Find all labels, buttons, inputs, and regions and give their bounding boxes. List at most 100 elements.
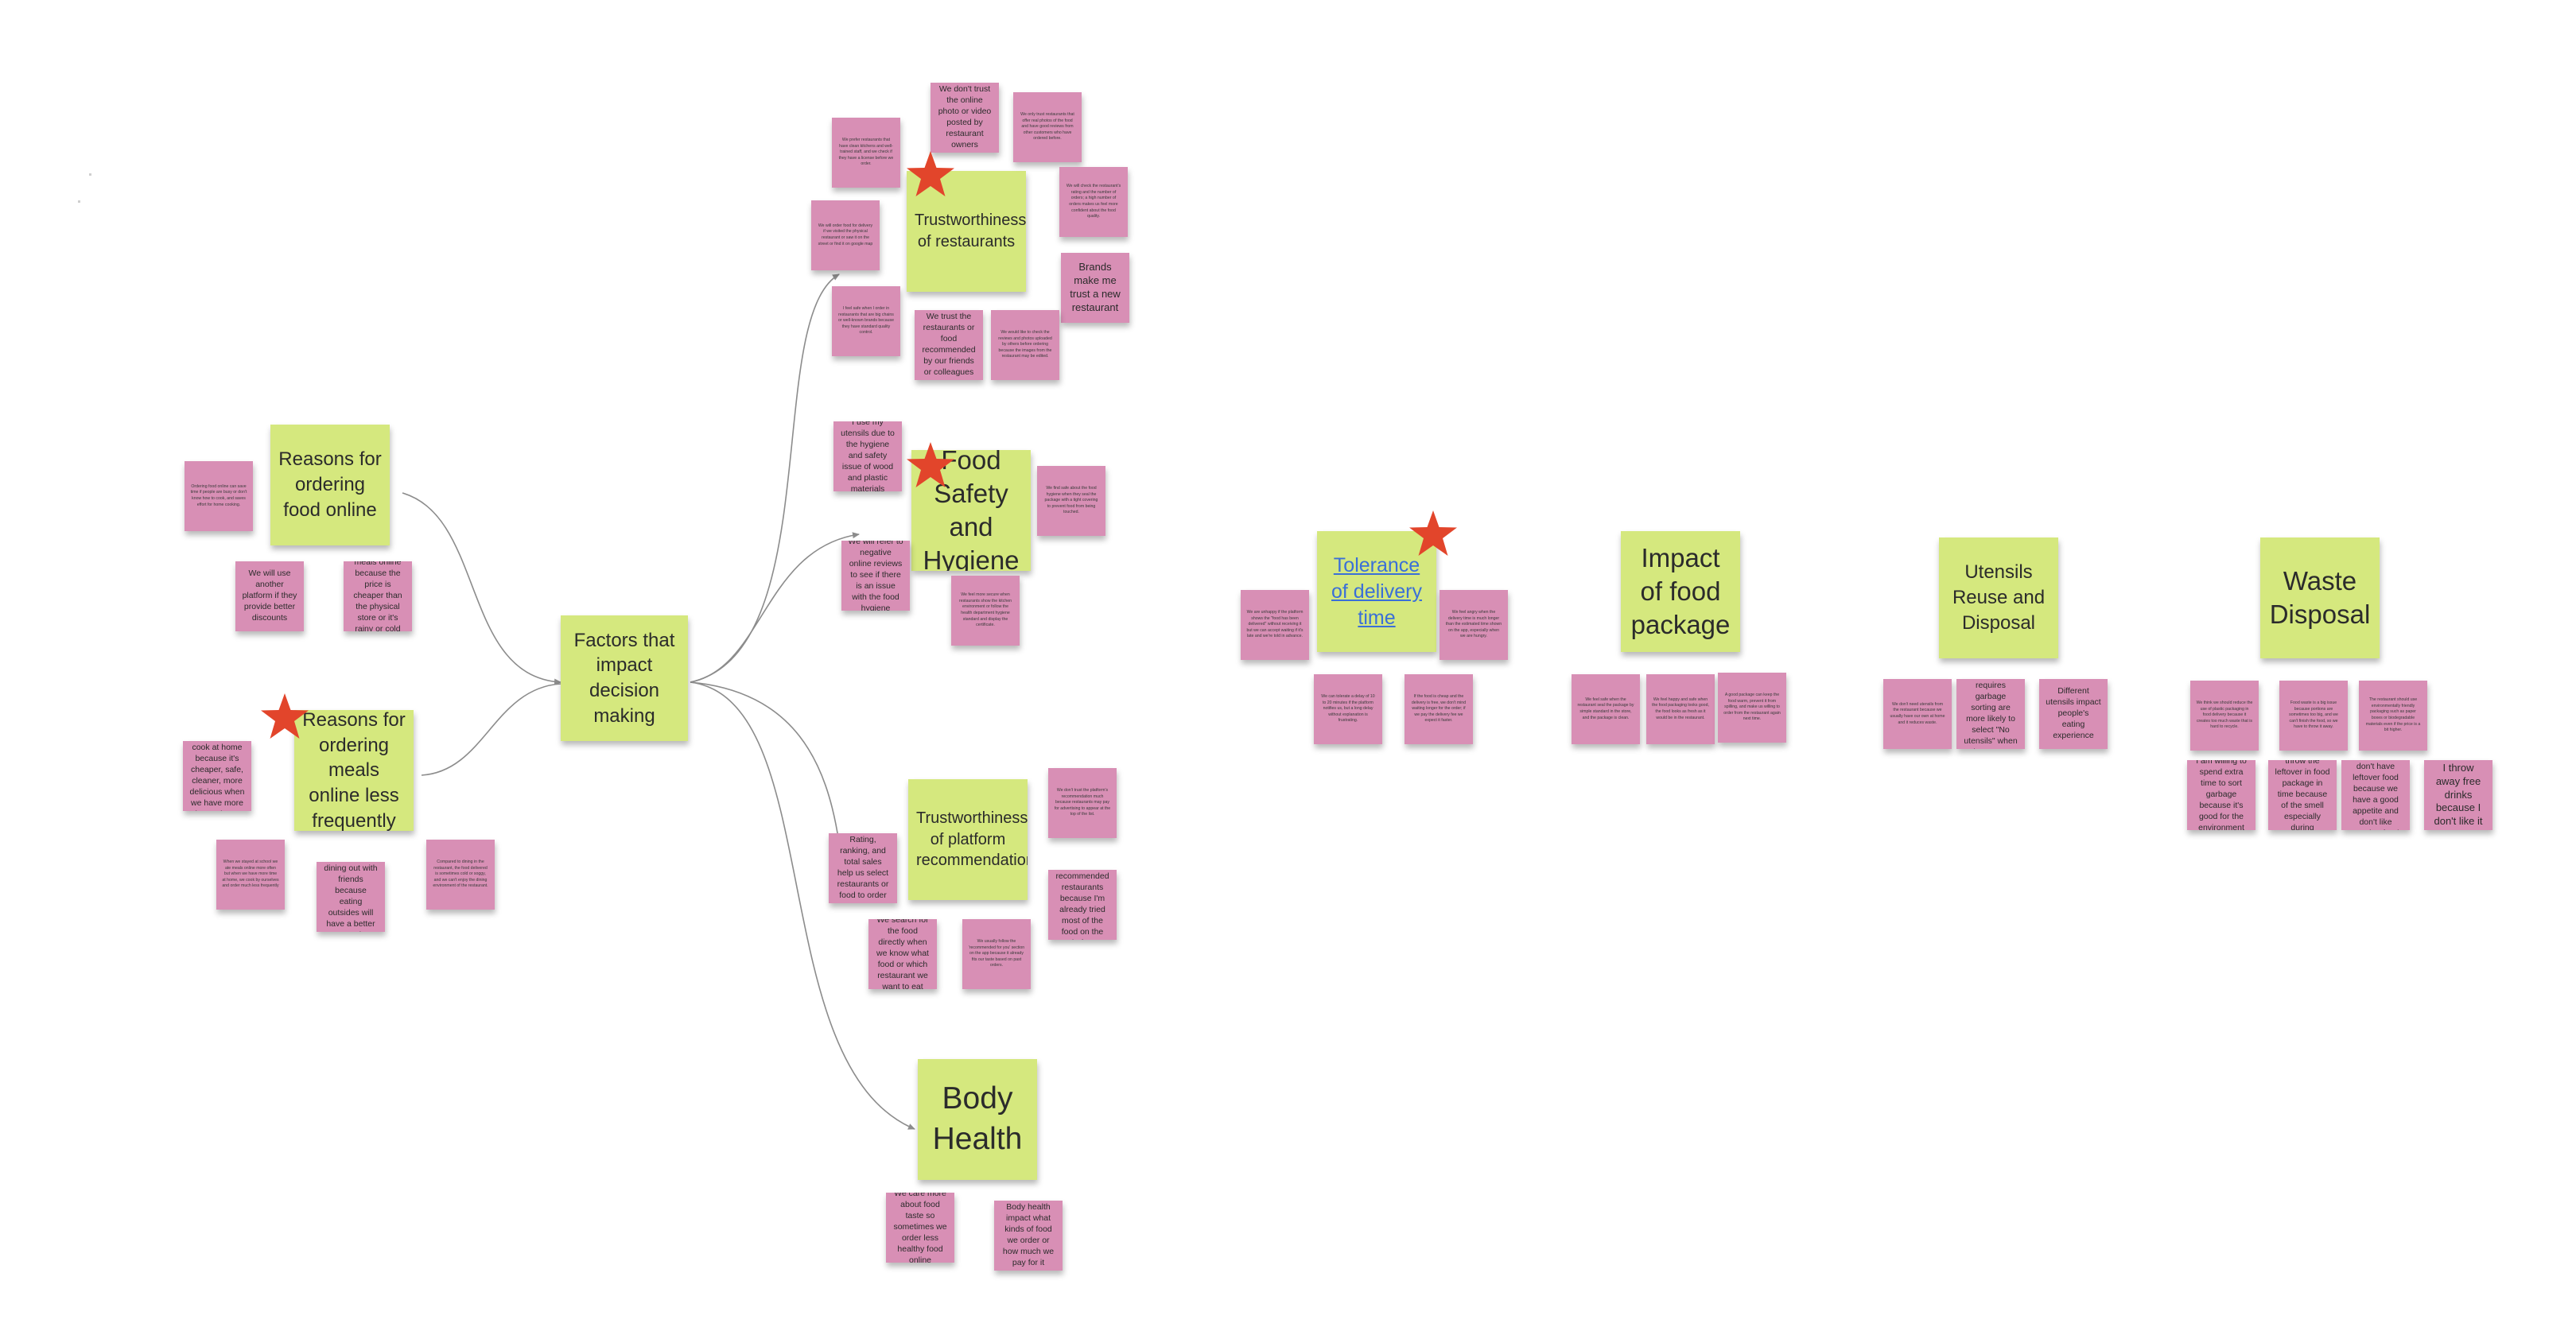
sticky-quote[interactable]: We feel happy and safe when the food pac…: [1646, 674, 1715, 744]
sticky-text: I am willing to spend extra time to sort…: [2196, 760, 2247, 830]
sticky-text: We will use another platform if they pro…: [242, 568, 297, 623]
sticky-quote[interactable]: I will try new recommended restaurants b…: [1048, 870, 1117, 940]
sticky-text: Ordering food online can save time if pe…: [190, 483, 247, 507]
sticky-quote[interactable]: We can tolerate a delay of 10 to 20 minu…: [1314, 674, 1382, 744]
sticky-quote[interactable]: Brands make me trust a new restaurant: [1061, 253, 1129, 323]
sticky-quote[interactable]: We don't need utensils from the restaura…: [1883, 679, 1952, 749]
sticky-quote[interactable]: We will order food for delivery if we vi…: [811, 200, 880, 270]
sticky-reasons-less-title[interactable]: Reasons for ordering meals online less f…: [294, 710, 414, 831]
sticky-body-health-title[interactable]: Body Health: [918, 1059, 1037, 1180]
sticky-text: We search for the food directly when we …: [876, 919, 929, 989]
connector-hub-to-body-health: [690, 681, 915, 1130]
sticky-quote[interactable]: We will refer to negative online reviews…: [841, 541, 910, 611]
sticky-quote[interactable]: Different utensils impact people's eatin…: [2039, 679, 2108, 749]
sticky-quote[interactable]: The restaurant should use environmentall…: [2359, 681, 2427, 751]
sticky-quote[interactable]: People live in the city requires garbage…: [1956, 679, 2025, 749]
sticky-quote[interactable]: We usually don't have leftover food beca…: [2341, 760, 2410, 830]
sticky-quote[interactable]: We don't trust the online photo or video…: [931, 83, 999, 153]
sticky-text: Food waste is a big issue because portio…: [2289, 700, 2338, 730]
sticky-text: People live in the city requires garbage…: [1964, 679, 2018, 749]
sticky-quote[interactable]: I throw away free drinks because I don't…: [2424, 760, 2492, 830]
sticky-text: Waste Disposal: [2269, 565, 2371, 629]
sticky-quote[interactable]: We feel angry when the delivery time is …: [1440, 590, 1508, 660]
sticky-quote[interactable]: We prefer to cook at home because it's c…: [183, 741, 251, 811]
sticky-quote[interactable]: We prefer restaurants that have clean ki…: [832, 118, 900, 188]
sticky-text: We usually don't have leftover food beca…: [2353, 760, 2399, 830]
sticky-quote[interactable]: Body health impact what kinds of food we…: [994, 1201, 1063, 1271]
sticky-quote[interactable]: We feel more secure when restaurants sho…: [951, 576, 1020, 646]
sticky-waste-title[interactable]: Waste Disposal: [2260, 537, 2380, 658]
sticky-quote[interactable]: Compared to dining in the restaurant, th…: [426, 840, 495, 910]
sticky-text: Utensils Reuse and Disposal: [1952, 561, 2046, 634]
sticky-quote[interactable]: I use my utensils due to the hygiene and…: [833, 421, 902, 491]
sticky-quote[interactable]: Ordering food online can save time if pe…: [185, 461, 253, 531]
sticky-quote[interactable]: We feel safe when the restaurant seal th…: [1572, 674, 1640, 744]
sticky-text: We don't trust the online photo or video…: [938, 84, 992, 149]
connector-reasons-less-to-hub: [421, 683, 561, 776]
sticky-text: We usually follow the 'recommended for y…: [968, 939, 1025, 968]
connector-reasons-online-to-hub: [402, 492, 561, 685]
sticky-text: Trustworthiness of restaurants: [915, 211, 1026, 250]
sticky-text: Different utensils impact people's eatin…: [2046, 686, 2101, 740]
sticky-quote[interactable]: We would like to check the reviews and p…: [991, 310, 1059, 380]
sticky-text: We don't need utensils from the restaura…: [1890, 701, 1945, 725]
sticky-text: We don't trust the platform's recommenda…: [1054, 788, 1111, 817]
sticky-quote[interactable]: We don't trust the platform's recommenda…: [1048, 768, 1117, 838]
sticky-quote[interactable]: We usually follow the 'recommended for y…: [962, 919, 1031, 989]
tolerance-link[interactable]: Tolerance of delivery time: [1331, 553, 1422, 629]
sticky-text: I will try new recommended restaurants b…: [1055, 870, 1109, 940]
sticky-text: I throw away free drinks because I don't…: [2434, 761, 2483, 828]
sticky-text: We trust the restaurants or food recomme…: [922, 312, 976, 377]
sticky-quote[interactable]: When we stayed at school we ate meals on…: [216, 840, 285, 910]
sticky-text: We feel happy and safe when the food pac…: [1652, 697, 1709, 720]
sticky-quote[interactable]: I feel safe when I order in restaurants …: [832, 286, 900, 356]
sticky-quote[interactable]: We search for the food directly when we …: [868, 919, 937, 989]
sticky-quote[interactable]: We are unhappy if the platform shows the…: [1241, 590, 1309, 660]
sticky-text: We are unhappy if the platform shows the…: [1246, 610, 1304, 639]
sticky-quote[interactable]: We will check the restaurant's rating an…: [1059, 167, 1128, 237]
sticky-food-safety-title[interactable]: Food Safety and Hygiene: [911, 450, 1031, 571]
sticky-text: Body health impact what kinds of food we…: [1002, 1202, 1055, 1267]
sticky-quote[interactable]: We have to throw the leftover in food pa…: [2268, 760, 2337, 830]
sticky-text: I use my utensils due to the hygiene and…: [841, 421, 895, 491]
sticky-text: Brands make me trust a new restaurant: [1070, 261, 1121, 313]
sticky-quote[interactable]: We think we should reduce the use of pla…: [2190, 681, 2259, 751]
sticky-quote[interactable]: We will use another platform if they pro…: [235, 561, 304, 631]
sticky-factors-hub[interactable]: Factors that impact decision making: [561, 615, 688, 741]
sticky-text: I prefer to dining out with friends beca…: [324, 862, 378, 932]
sticky-text: We can tolerate a delay of 10 to 20 minu…: [1321, 694, 1375, 724]
connector-hub-to-trust-platform: [690, 681, 841, 844]
sticky-quote[interactable]: We only trust restaurants that offer rea…: [1013, 92, 1082, 162]
sticky-text: We find safe about the food hygiene when…: [1044, 486, 1098, 515]
sticky-text: Impact of food package: [1630, 542, 1731, 640]
sticky-quote[interactable]: I am willing to spend extra time to sort…: [2187, 760, 2255, 830]
sticky-text: Factors that impact decision making: [573, 629, 675, 727]
sticky-quote[interactable]: Rating, ranking, and total sales help us…: [829, 833, 897, 903]
sticky-text: Trustworthiness of platform recommendati…: [916, 809, 1028, 870]
sticky-text: We order meals online because the price …: [353, 561, 402, 631]
sticky-text: If the food is cheap and the delivery is…: [1411, 694, 1467, 724]
canvas-speck: [89, 173, 91, 176]
sticky-quote[interactable]: We order meals online because the price …: [344, 561, 412, 631]
sticky-text: We think we should reduce the use of pla…: [2196, 700, 2253, 730]
sticky-text: We have to throw the leftover in food pa…: [2275, 760, 2330, 830]
sticky-quote[interactable]: Food waste is a big issue because portio…: [2279, 681, 2348, 751]
sticky-trust-restaurants-title[interactable]: Trustworthiness of restaurants: [907, 171, 1026, 292]
sticky-text: We feel angry when the delivery time is …: [1445, 610, 1502, 639]
sticky-trust-platform-title[interactable]: Trustworthiness of platform recommendati…: [908, 779, 1028, 900]
sticky-tolerance-title[interactable]: Tolerance of delivery time: [1317, 531, 1436, 652]
sticky-text: We will check the restaurant's rating an…: [1066, 184, 1121, 219]
sticky-quote[interactable]: We care more about food taste so sometim…: [886, 1193, 954, 1263]
connector-hub-to-trust-restaurants: [690, 274, 840, 683]
sticky-quote[interactable]: We find safe about the food hygiene when…: [1037, 466, 1105, 536]
sticky-text: A good package can keep the food warm, p…: [1723, 693, 1781, 722]
sticky-utensils-title[interactable]: Utensils Reuse and Disposal: [1939, 537, 2058, 658]
sticky-reasons-online-title[interactable]: Reasons for ordering food online: [270, 425, 390, 545]
sticky-quote[interactable]: We trust the restaurants or food recomme…: [915, 310, 983, 380]
sticky-quote[interactable]: If the food is cheap and the delivery is…: [1405, 674, 1473, 744]
sticky-quote[interactable]: I prefer to dining out with friends beca…: [317, 862, 385, 932]
sticky-impact-package-title[interactable]: Impact of food package: [1621, 531, 1740, 652]
sticky-quote[interactable]: A good package can keep the food warm, p…: [1718, 673, 1786, 743]
